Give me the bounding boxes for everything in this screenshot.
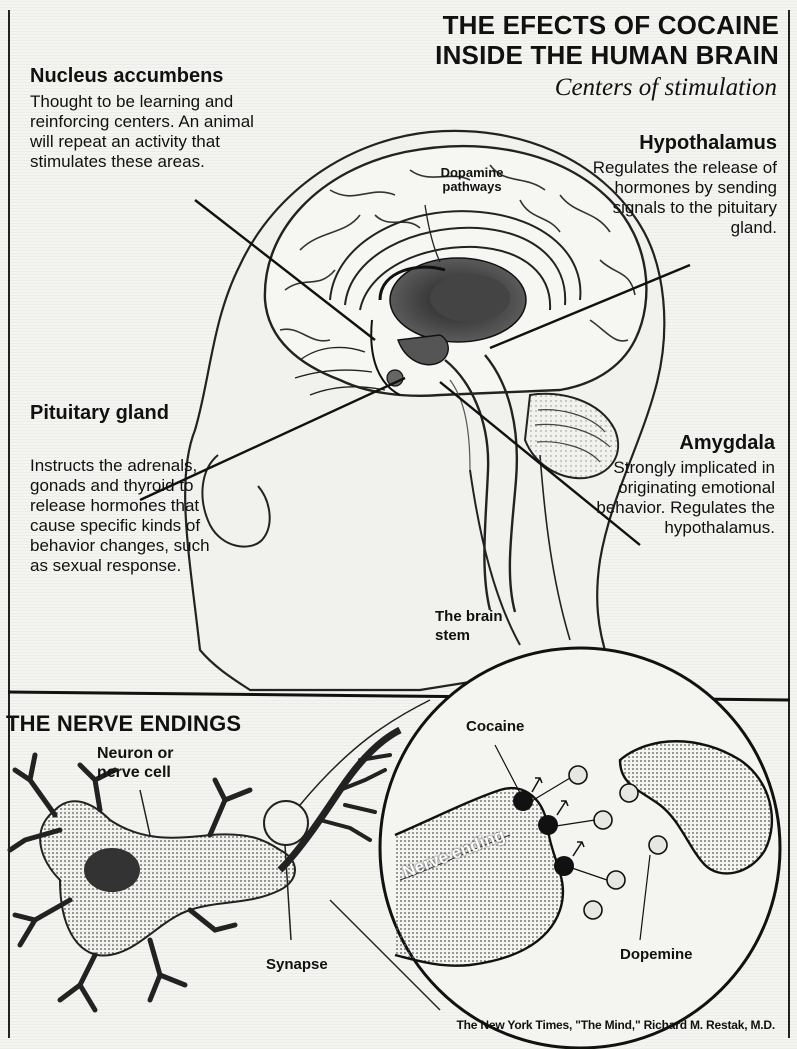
title-line-1: THE EFECTS OF COCAINE xyxy=(435,10,779,40)
page-subtitle: Centers of stimulation xyxy=(555,74,777,102)
pituitary-gland-title: Pituitary gland xyxy=(30,401,190,425)
neuron-label: Neuron or nerve cell xyxy=(97,744,207,782)
page-title: THE EFECTS OF COCAINE INSIDE THE HUMAN B… xyxy=(435,10,779,70)
dopamine-label: Dopemine xyxy=(620,946,693,963)
amygdala-title: Amygdala xyxy=(679,431,775,455)
hypothalamus-text: Regulates the release of hormones by sen… xyxy=(577,158,777,238)
amygdala-text: Strongly implicated in originating emoti… xyxy=(585,458,775,538)
brain-stem-label: The brain stem xyxy=(435,607,535,645)
source-credit: The New York Times, "The Mind," Richard … xyxy=(457,1018,775,1032)
neuron-illustration xyxy=(10,700,430,1010)
pituitary-gland-text: Instructs the adrenals, gonads and thyro… xyxy=(30,456,230,576)
nucleus-accumbens-title: Nucleus accumbens xyxy=(30,64,223,88)
title-line-2: INSIDE THE HUMAN BRAIN xyxy=(435,40,779,70)
synapse-label: Synapse xyxy=(266,956,328,973)
dopamine-pathways-label: Dopamine pathways xyxy=(417,166,527,194)
nucleus-accumbens-text: Thought to be learning and reinforcing c… xyxy=(30,92,260,172)
hypothalamus-title: Hypothalamus xyxy=(639,131,777,155)
cocaine-label: Cocaine xyxy=(466,718,524,735)
nerve-endings-title: THE NERVE ENDINGS xyxy=(6,711,241,737)
